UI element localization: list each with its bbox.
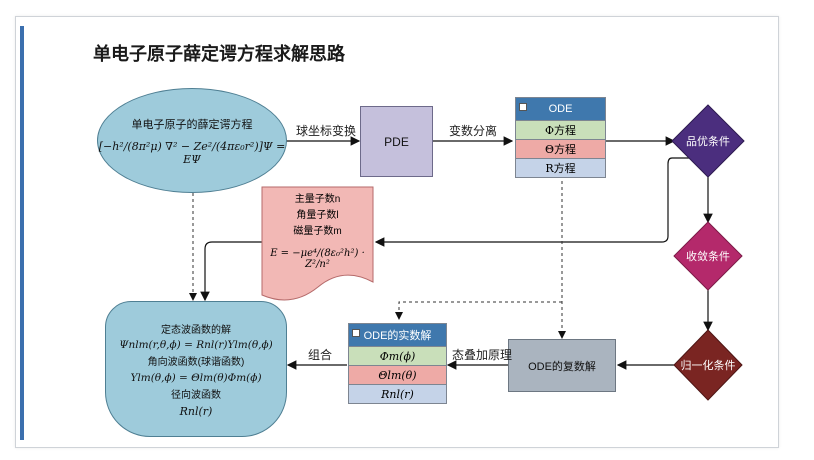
real-row-phi: Φm(ϕ): [349, 346, 446, 365]
ode-row-r: R方程: [516, 158, 605, 177]
diamond-natural-label: 品优条件: [686, 136, 730, 148]
edge-quantum-solution: [200, 241, 262, 302]
ode-complex-label: ODE的复数解: [528, 360, 596, 373]
ode-row-phi: Φ方程: [516, 120, 605, 139]
solution-eq2: Ylm(θ,ϕ) = Θlm(θ)Φm(ϕ): [130, 371, 262, 384]
ode-table-header: ODE: [516, 98, 605, 120]
pde-label: PDE: [384, 134, 409, 149]
edge-label-combine: 组合: [308, 348, 333, 362]
quantum-l: 角量子数l: [296, 210, 339, 221]
diamond-natural: [671, 104, 745, 178]
real-table: ODE的实数解 Φm(ϕ) Θlm(θ) Rnl(r): [348, 323, 447, 404]
diamond-normalize-label: 归一化条件: [680, 360, 736, 372]
ode-row-theta: Θ方程: [516, 139, 605, 158]
edge-dashed-real: [395, 301, 562, 320]
minimize-icon[interactable]: [519, 103, 527, 111]
edge-label-separation: 变数分离: [449, 124, 498, 138]
minimize-icon[interactable]: [352, 329, 360, 337]
quantum-n: 主量子数n: [294, 194, 341, 205]
ode-complex-box: ODE的复数解: [508, 339, 616, 392]
edge-label-superposition: 态叠加原理: [452, 348, 513, 362]
solution-sub1: 角向波函数(球谐函数): [147, 356, 245, 368]
real-table-header: ODE的实数解: [349, 324, 446, 346]
solution-eq3: Rnl(r): [179, 404, 213, 418]
diamond-normalize: [673, 329, 743, 401]
solution-box: 定态波函数的解 Ψnlm(r,θ,ϕ) = Rnl(r)Ylm(θ,ϕ) 角向波…: [105, 301, 287, 437]
quantum-m: 磁量子数m: [293, 226, 342, 237]
solution-title: 定态波函数的解: [161, 324, 231, 336]
edge-label-spherical: 球坐标变换: [296, 124, 357, 138]
ode-table: ODE Φ方程 Θ方程 R方程: [515, 97, 606, 178]
accent-bar: [20, 26, 24, 440]
schrodinger-equation: [−h²/(8π²μ) ∇² − Ze²/(4πε₀r²)]Ψ = EΨ: [98, 139, 286, 166]
energy-equation: E = −μe⁴/(8ε₀²h²) · Z²/n²: [270, 248, 365, 270]
solution-sub2: 径向波函数: [171, 389, 221, 401]
schrodinger-label: 单电子原子的薛定谔方程: [131, 118, 253, 131]
real-row-theta: Θlm(θ): [349, 365, 446, 384]
pde-box: PDE: [360, 106, 433, 177]
diamond-converge-label: 收敛条件: [686, 251, 730, 263]
quantum-box: 主量子数n 角量子数l 磁量子数m E = −μe⁴/(8ε₀²h²) · Z²…: [262, 192, 373, 270]
diamond-converge: [673, 221, 743, 291]
real-row-r: Rnl(r): [349, 384, 446, 403]
edge-natural-quantum: [374, 157, 690, 247]
solution-eq1: Ψnlm(r,θ,ϕ) = Rnl(r)Ylm(θ,ϕ): [119, 338, 273, 351]
schrodinger-ellipse: 单电子原子的薛定谔方程 [−h²/(8π²μ) ∇² − Ze²/(4πε₀r²…: [97, 88, 287, 193]
page-title: 单电子原子薛定谔方程求解思路: [93, 44, 345, 64]
quantum-box-shape: [261, 186, 374, 301]
